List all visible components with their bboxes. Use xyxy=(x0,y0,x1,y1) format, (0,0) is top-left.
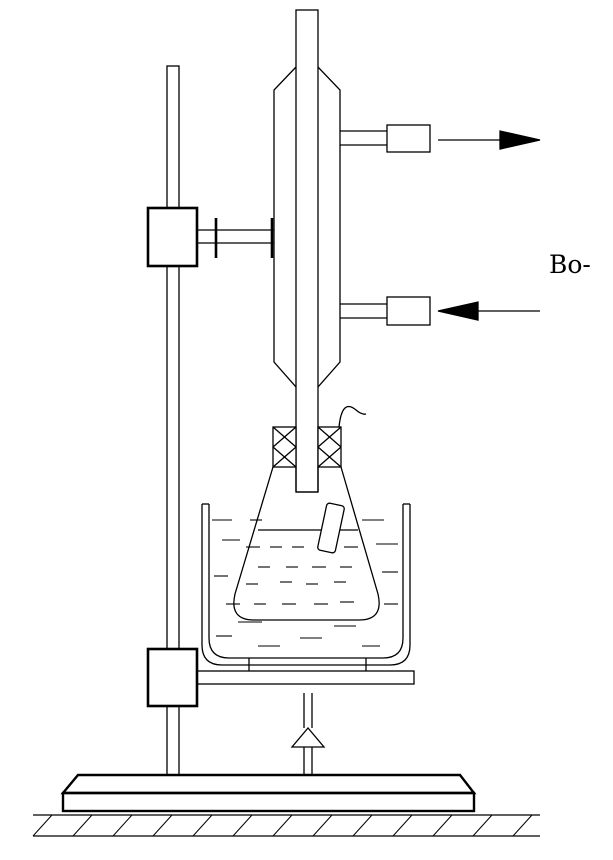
flask-liquid xyxy=(246,546,358,605)
condenser xyxy=(273,9,431,493)
probe xyxy=(317,502,345,554)
lift-arrow xyxy=(290,693,326,775)
stopper xyxy=(272,426,342,468)
ground xyxy=(32,814,540,837)
stand-base xyxy=(60,773,477,813)
outlet-arrow xyxy=(438,130,541,150)
bath-water xyxy=(212,519,398,647)
water-label: Bo- xyxy=(549,250,591,279)
stand-rod xyxy=(166,65,180,776)
lower-clamp xyxy=(146,647,415,708)
erlenmeyer-flask xyxy=(233,466,380,621)
inlet-arrow xyxy=(437,301,540,321)
water-bath xyxy=(201,503,411,666)
wire xyxy=(338,405,367,428)
